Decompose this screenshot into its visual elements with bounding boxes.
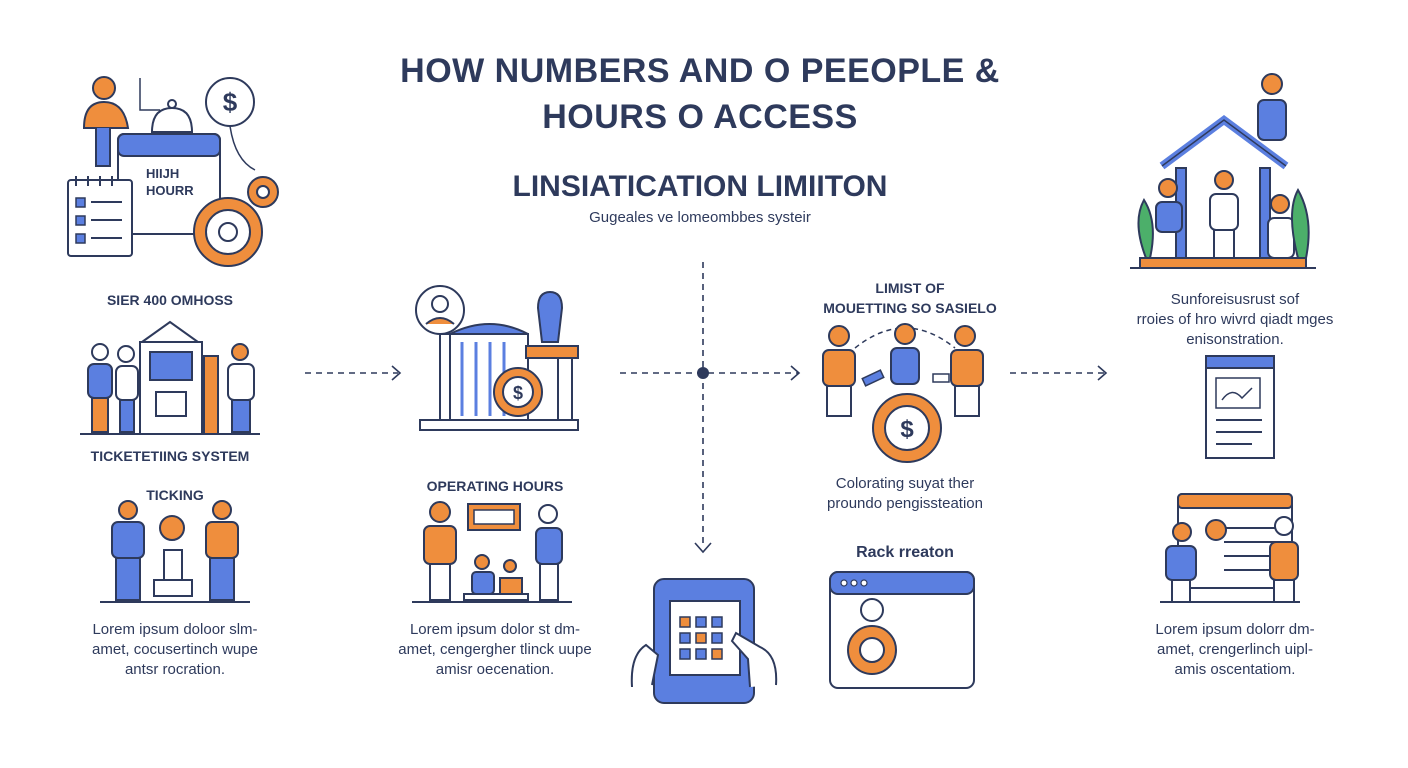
caption-line1: Colorating suyat ther xyxy=(835,475,975,492)
svg-text:$: $ xyxy=(513,383,523,403)
page-title: HOW NUMBERS AND O PEEOPLE & xyxy=(400,52,1000,90)
bank-coin-illustration: $ xyxy=(415,285,579,431)
right-body-line2: amet, crengerlinch uipl- xyxy=(1157,641,1313,658)
document-icon xyxy=(1205,355,1275,459)
label-rack-reaton: Rack rreaton xyxy=(856,544,954,561)
right-top-text: Sunforeisusrust sof rroies of hro wivrd … xyxy=(1100,290,1370,350)
left-body-line2: amet, cocusertinch wupe xyxy=(92,641,258,658)
section-subtitle: LINSIATICATION LIMIITON xyxy=(512,170,888,203)
center-left-body-line3: amisr oecenation. xyxy=(435,661,555,678)
label-operating-hours: OPERATING HOURS xyxy=(426,478,564,494)
meeting-gear-illustration: $ xyxy=(822,323,984,463)
right-text-line3: enisonstration. xyxy=(1186,331,1284,348)
svg-text:$: $ xyxy=(900,416,914,443)
left-body-line3: antsr rocration. xyxy=(124,661,226,678)
caption-line2: proundo pengissteation xyxy=(827,495,983,512)
page-title-line2: HOURS O ACCESS xyxy=(542,98,858,136)
center-left-body-line2: amet, cengergher tlinck uupe xyxy=(398,641,592,658)
label-mouetting: MOUETTING SO SASIELO xyxy=(823,300,997,316)
right-text-line2: rroies of hro wivrd qiadt mges xyxy=(1136,311,1334,328)
card-line1: HIIJH xyxy=(146,166,179,181)
label-ticketing-system: TICKETETIING SYSTEM xyxy=(90,448,250,464)
house-family-illustration xyxy=(1130,73,1316,269)
operating-hours-illustration xyxy=(412,501,572,603)
center-right-caption: Colorating suyat ther proundo pengisstea… xyxy=(790,474,1020,514)
ticketing-building-illustration xyxy=(80,320,260,435)
left-body-line1: Lorem ipsum doloor slm- xyxy=(92,621,258,638)
label-sier-400: SIER 400 OMHOSS xyxy=(106,292,234,308)
center-left-body-line1: Lorem ipsum dolor st dm- xyxy=(409,621,581,638)
right-body-text: Lorem ipsum dolorr dm- amet, crengerlinc… xyxy=(1110,620,1360,680)
ticking-people-illustration xyxy=(100,500,250,603)
card-line2: HOURR xyxy=(146,183,194,198)
browser-profile-illustration xyxy=(829,571,975,689)
right-body-line3: amis oscentatiom. xyxy=(1174,661,1296,678)
center-left-body-text: Lorem ipsum dolor st dm- amet, cengerghe… xyxy=(380,620,610,680)
label-ticking: TICKING xyxy=(146,487,204,503)
label-limist-of: LIMIST OF xyxy=(875,280,945,296)
svg-text:$: $ xyxy=(223,87,238,117)
left-body-text: Lorem ipsum doloor slm- amet, cocusertin… xyxy=(60,620,290,680)
tablet-calendar-illustration xyxy=(630,578,778,704)
tagline: Gugeales ve lomeombbes systeir xyxy=(589,209,811,226)
right-text-line1: Sunforeisusrust sof xyxy=(1170,291,1300,308)
presentation-board-illustration xyxy=(1160,493,1300,603)
high-hours-illustration: $ HIIJH HOURR xyxy=(67,76,279,267)
right-body-line1: Lorem ipsum dolorr dm- xyxy=(1155,621,1315,638)
